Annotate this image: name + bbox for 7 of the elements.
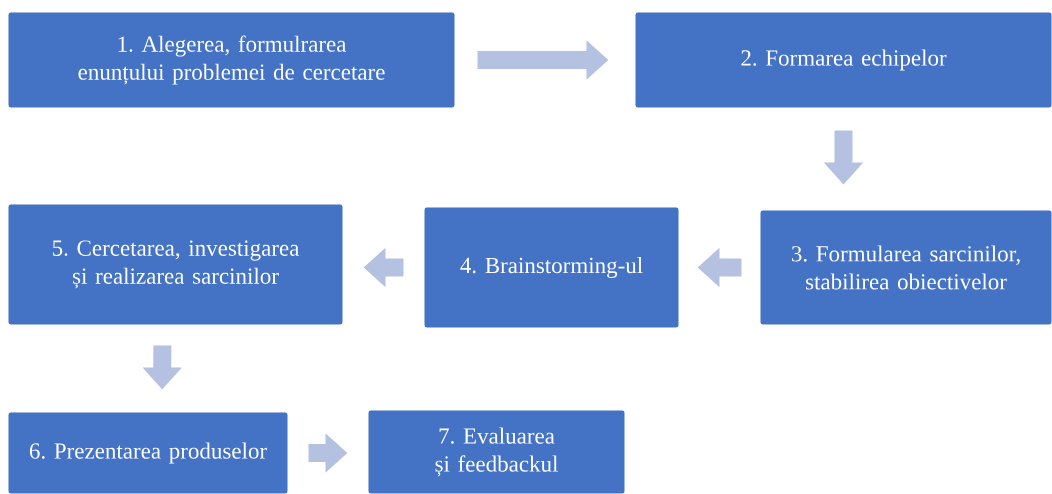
process-box: 3. Formularea sarcinilor, stabilirea obiectivelor [759, 209, 1052, 326]
process-box: 2. Formarea echipelor [634, 11, 1052, 109]
process-box: 4. Brainstorming-ul [423, 206, 680, 329]
process-box: 6. Prezentarea produselor [7, 411, 289, 494]
process-box: 7. Evaluarea și feedbackul [367, 409, 626, 494]
process-box: 1. Alegerea, formulrarea enunțului problemei de cercetare [7, 11, 456, 109]
process-box: 5. Cercetarea, investigarea și realizarea sarcinilor [7, 203, 344, 326]
